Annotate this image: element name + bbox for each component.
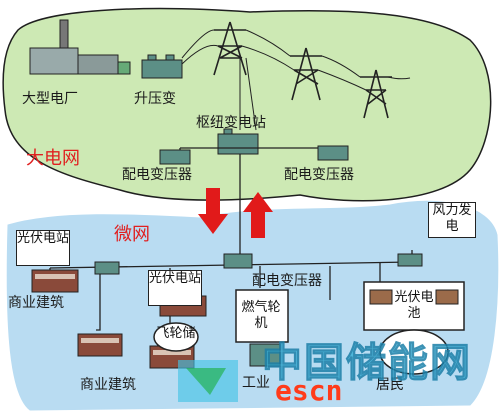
wind-label: 风力发电 (432, 203, 472, 234)
up-arrow-icon (243, 192, 273, 238)
down-arrow-icon (198, 188, 228, 234)
flywheel-label: 飞轮储 (156, 326, 196, 341)
residential-label: 居民 (376, 377, 404, 393)
gas-turbine-label: 燃气轮机 (241, 300, 281, 331)
step-up-transformer-icon (141, 54, 183, 79)
commercial-2-label: 商业建筑 (80, 377, 136, 393)
commercial-1-label: 商业建筑 (8, 295, 64, 311)
hub-label: 枢纽变电站 (196, 115, 266, 131)
pv-station-mid-label: 光伏电站 (149, 271, 202, 286)
wind-box: 风力发电 (428, 202, 476, 238)
house-icon (379, 329, 449, 375)
dist-left-label: 配电变压器 (122, 167, 192, 183)
power-plant-icon (29, 19, 131, 75)
pv-station-left-box: 光伏电站 (16, 230, 70, 266)
grid-title: 大电网 (26, 148, 80, 169)
microgrid-transformer-icon (94, 253, 423, 275)
watermark-text: 中国储能网 (262, 340, 472, 387)
grid-region (2, 7, 492, 202)
pv-battery-label: 光伏电池 (394, 290, 434, 321)
pv-battery-box: 光伏电池 (394, 290, 434, 326)
big-plant-label: 大型电厂 (22, 91, 78, 107)
microgrid-title: 微网 (114, 224, 150, 245)
watermark-logo-icon (178, 360, 238, 402)
dist-right-label: 配电变压器 (284, 167, 354, 183)
pylon-icon (213, 21, 392, 119)
battery-icon (363, 281, 465, 331)
distribution-transformer-icon (159, 145, 349, 165)
flywheel-icon (153, 322, 199, 352)
industrial-label: 工业 (242, 375, 270, 391)
dist-micro-label: 配电变压器 (252, 273, 322, 289)
pv-station-left-label: 光伏电站 (17, 231, 70, 246)
watermark-url: escn (275, 374, 343, 407)
gas-turbine-box: 燃气轮机 (240, 300, 282, 336)
step-up-label: 升压变 (134, 91, 176, 107)
hub-substation-icon (217, 128, 259, 155)
flywheel-box: 飞轮储 (156, 326, 196, 348)
pv-station-mid-box: 光伏电站 (148, 270, 202, 306)
transmission-lines (181, 29, 411, 131)
turbine-icon (235, 289, 289, 367)
